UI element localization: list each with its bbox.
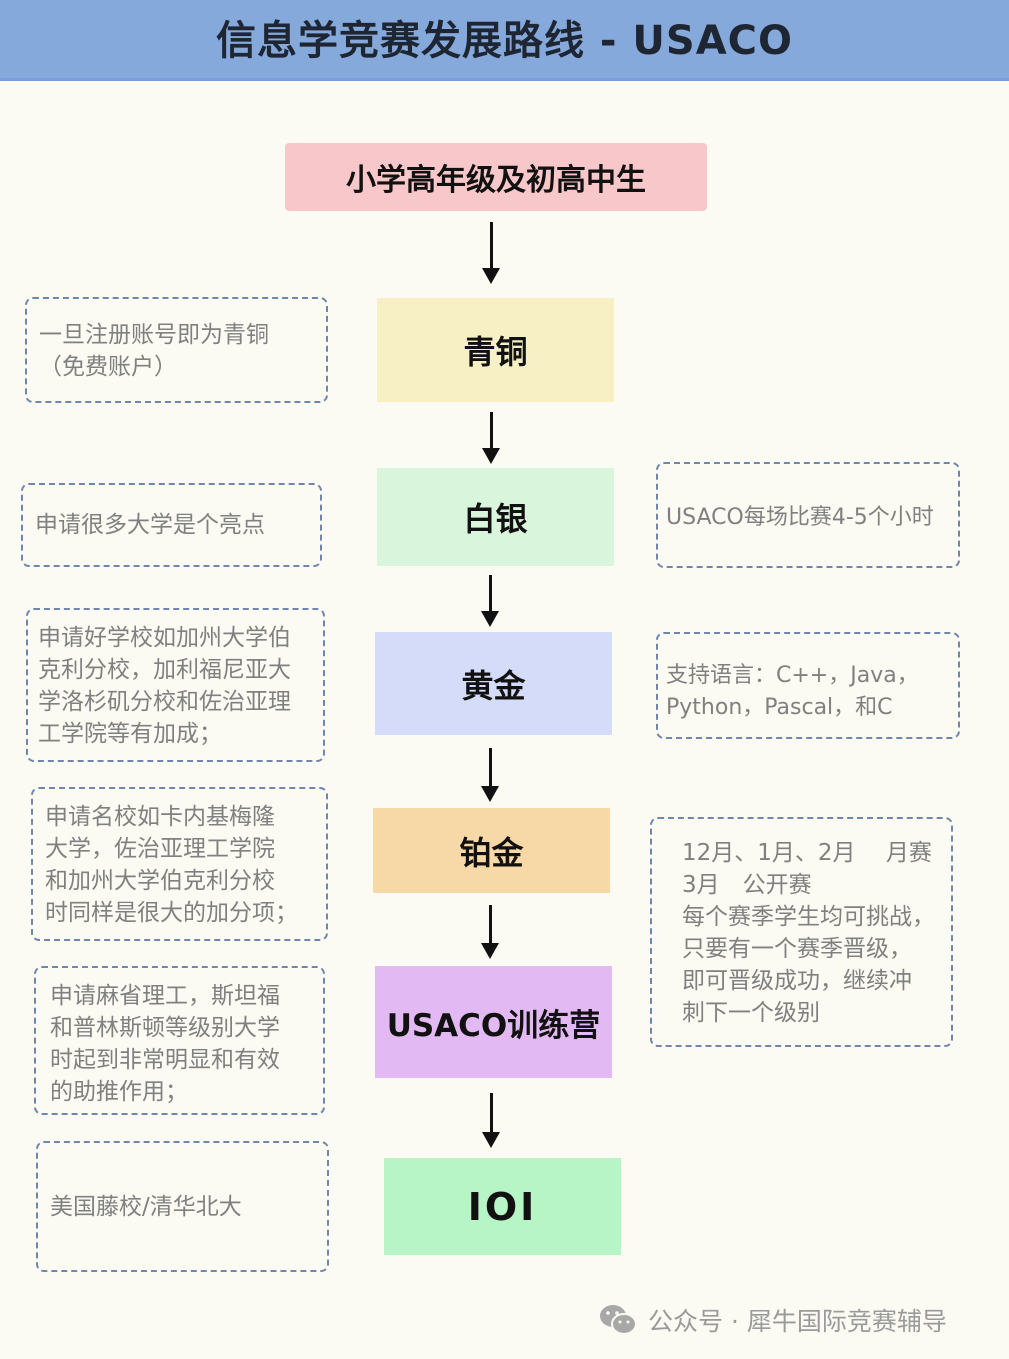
note-line: Python，Pascal，和C bbox=[666, 695, 893, 720]
note-line: 大学，佐治亚理工学院 bbox=[45, 836, 275, 862]
note-line: 学洛杉矶分校和佐治亚理 bbox=[38, 689, 291, 715]
wechat-icon bbox=[598, 1303, 638, 1337]
stage-platinum: 铂金 bbox=[373, 808, 610, 893]
note-line: 时起到非常明显和有效 bbox=[50, 1047, 280, 1073]
note-line: 的助推作用； bbox=[50, 1079, 188, 1105]
note-line: 申请很多大学是个亮点 bbox=[35, 512, 265, 538]
note-line: 只要有一个赛季晋级， bbox=[682, 936, 912, 962]
stage-bronze: 青铜 bbox=[377, 298, 614, 402]
note-line: 工学院等有加成； bbox=[38, 721, 222, 747]
note-line: （免费账户） bbox=[39, 354, 177, 380]
arrow-down-icon bbox=[481, 1093, 501, 1148]
watermark: 公众号 · 犀牛国际竞赛辅导 bbox=[598, 1300, 947, 1340]
note-ioi: 美国藤校/清华北大 bbox=[36, 1141, 329, 1272]
note-bronze: 一旦注册账号即为青铜 （免费账户） bbox=[25, 297, 328, 403]
stage-ioi: IOI bbox=[384, 1158, 621, 1255]
note-line: 刺下一个级别 bbox=[682, 1000, 820, 1026]
note-line: 申请好学校如加州大学伯 bbox=[38, 625, 291, 651]
note-line: 和普林斯顿等级别大学 bbox=[50, 1015, 280, 1041]
arrow-down-icon bbox=[481, 222, 501, 284]
arrow-down-icon bbox=[480, 748, 500, 802]
arrow-down-icon bbox=[481, 412, 501, 464]
title-banner: 信息学竞赛发展路线 - USACO bbox=[0, 0, 1009, 81]
note-contest-duration: USACO每场比赛4-5个小时 bbox=[656, 462, 960, 568]
stage-usaco-camp: USACO训练营 bbox=[375, 966, 612, 1078]
note-line: 申请麻省理工，斯坦福 bbox=[50, 983, 280, 1009]
note-line: 时同样是很大的加分项； bbox=[45, 900, 298, 926]
note-line: USACO每场比赛4-5个小时 bbox=[666, 505, 934, 530]
note-silver: 申请很多大学是个亮点 bbox=[21, 483, 322, 567]
note-schedule: 12月、1月、2月 月赛 3月 公开赛 每个赛季学生均可挑战， 只要有一个赛季晋… bbox=[650, 817, 953, 1047]
note-line: 申请名校如卡内基梅隆 bbox=[45, 804, 275, 830]
note-gold: 申请好学校如加州大学伯 克利分校，加利福尼亚大 学洛杉矶分校和佐治亚理 工学院等… bbox=[26, 608, 325, 762]
arrow-down-icon bbox=[480, 905, 500, 959]
start-node: 小学高年级及初高中生 bbox=[285, 143, 707, 211]
note-line: 克利分校，加利福尼亚大 bbox=[38, 657, 291, 683]
note-line: 12月、1月、2月 月赛 bbox=[682, 840, 932, 866]
watermark-text: 公众号 · 犀牛国际竞赛辅导 bbox=[648, 1307, 947, 1336]
note-line: 3月 公开赛 bbox=[682, 872, 812, 898]
note-languages: 支持语言：C++，Java， Python，Pascal，和C bbox=[656, 632, 960, 739]
note-usaco-camp: 申请麻省理工，斯坦福 和普林斯顿等级别大学 时起到非常明显和有效 的助推作用； bbox=[34, 966, 325, 1115]
note-line: 美国藤校/清华北大 bbox=[50, 1194, 242, 1220]
stage-silver: 白银 bbox=[377, 468, 614, 566]
note-line: 每个赛季学生均可挑战， bbox=[682, 904, 935, 930]
note-line: 即可晋级成功，继续冲 bbox=[682, 968, 912, 994]
arrow-down-icon bbox=[480, 575, 500, 627]
page-title: 信息学竞赛发展路线 - USACO bbox=[215, 18, 794, 64]
note-platinum: 申请名校如卡内基梅隆 大学，佐治亚理工学院 和加州大学伯克利分校 时同样是很大的… bbox=[31, 787, 328, 941]
note-line: 支持语言：C++，Java， bbox=[666, 663, 919, 688]
note-line: 和加州大学伯克利分校 bbox=[45, 868, 275, 894]
note-line: 一旦注册账号即为青铜 bbox=[39, 322, 269, 348]
stage-gold: 黄金 bbox=[375, 632, 612, 735]
